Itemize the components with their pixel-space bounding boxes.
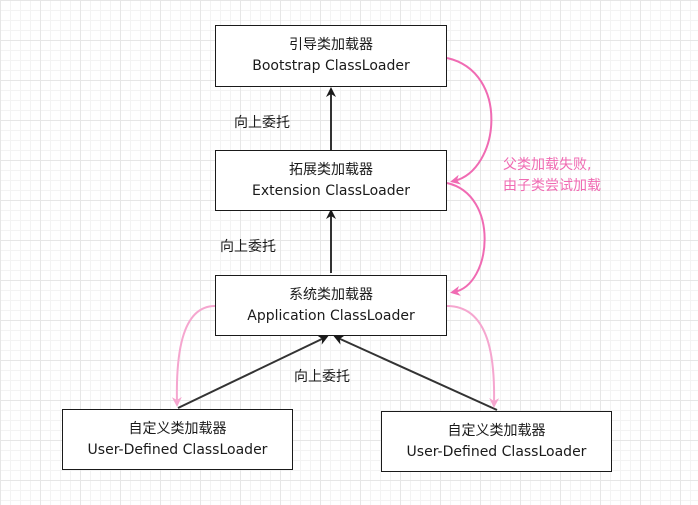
node-user-right-title-cn: 自定义类加载器 (447, 422, 546, 439)
fallback-arrow-application-to-user-right (446, 305, 500, 408)
edge-label-app-to-ext: 向上委托 (220, 239, 276, 255)
fallback-arrow-bootstrap-to-extension (446, 57, 493, 185)
node-application-classloader: 系统类加载器 Application ClassLoader (215, 275, 447, 336)
node-user-defined-classloader-left: 自定义类加载器 User-Defined ClassLoader (62, 409, 293, 470)
node-extension-title-en: Extension ClassLoader (252, 182, 410, 199)
node-bootstrap-classloader: 引导类加载器 Bootstrap ClassLoader (215, 25, 447, 87)
node-extension-title-cn: 拓展类加载器 (289, 161, 373, 178)
node-user-left-title-cn: 自定义类加载器 (128, 420, 227, 437)
edge-label-user-to-app: 向上委托 (294, 369, 350, 385)
node-application-title-cn: 系统类加载器 (289, 286, 373, 303)
node-bootstrap-title-cn: 引导类加载器 (289, 37, 373, 53)
fallback-arrow-application-to-user-left (171, 305, 216, 407)
node-bootstrap-title-en: Bootstrap ClassLoader (252, 58, 410, 74)
fallback-note-line1: 父类加载失败, (503, 157, 592, 173)
node-user-defined-classloader-right: 自定义类加载器 User-Defined ClassLoader (381, 411, 612, 472)
edge-label-ext-to-boot: 向上委托 (234, 115, 290, 131)
arrow-user-right-to-application (333, 335, 498, 411)
node-user-right-title-en: User-Defined ClassLoader (406, 443, 587, 460)
node-extension-classloader: 拓展类加载器 Extension ClassLoader (215, 150, 447, 211)
fallback-note-line2: 由子类尝试加载 (503, 178, 601, 194)
node-application-title-en: Application ClassLoader (247, 307, 415, 324)
arrow-user-left-to-application (177, 335, 329, 409)
node-user-left-title-en: User-Defined ClassLoader (87, 441, 268, 458)
fallback-arrow-extension-to-application (446, 182, 486, 296)
fallback-note: 父类加载失败, 由子类尝试加载 (503, 155, 601, 197)
